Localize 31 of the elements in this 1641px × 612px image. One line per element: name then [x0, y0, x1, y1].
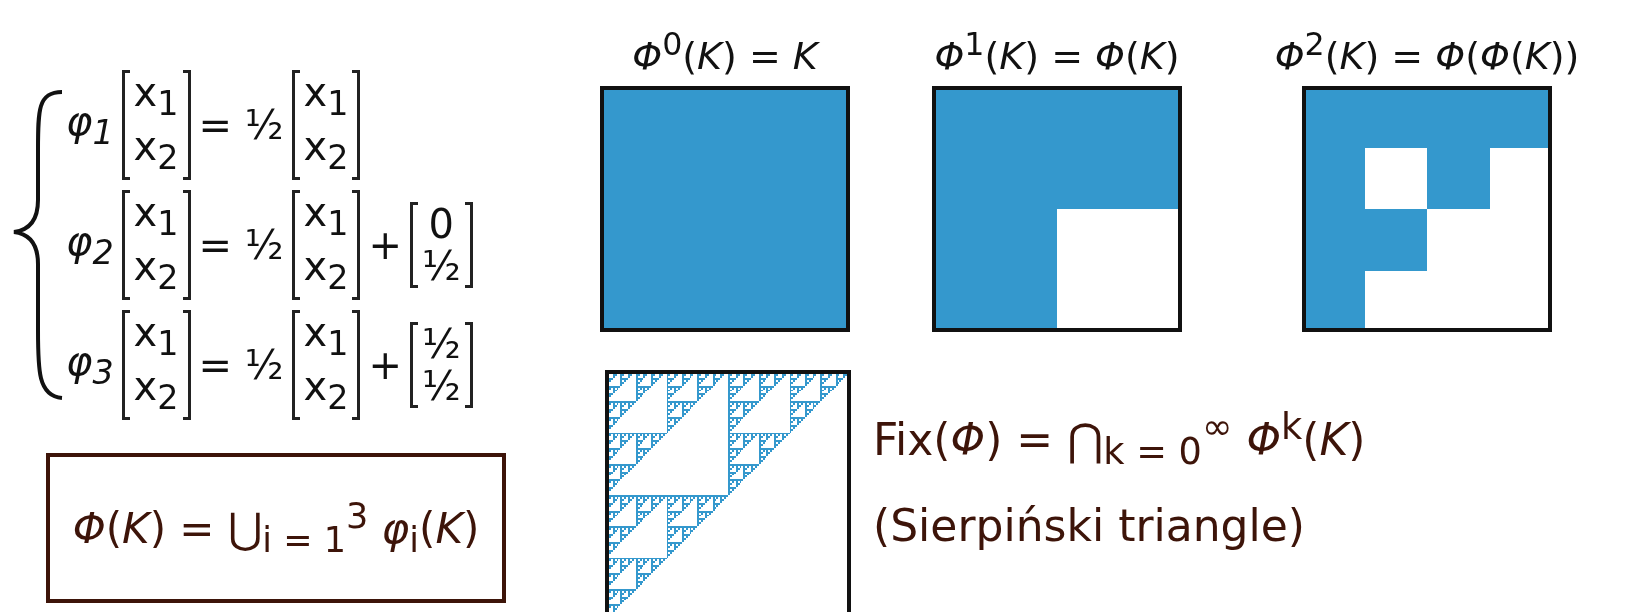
matrix-entry: x$_{2}$	[302, 365, 350, 419]
equation-text: +	[367, 342, 403, 388]
matrix-entry: x$_{1}$	[302, 311, 350, 365]
function-name: φ$_{3}$	[65, 338, 115, 392]
matrix-entry: x$_{1}$	[302, 191, 350, 245]
formula-box	[46, 453, 506, 603]
caption-text: (Sierpiński triangle)	[873, 500, 1305, 551]
matrix-entry: x$_{2}$	[302, 125, 350, 179]
matrix-entry: x$_{1}$	[302, 71, 350, 125]
function-name: φ$_{2}$	[65, 218, 115, 272]
matrix-entry: x$_{2}$	[132, 125, 180, 179]
equation-text: = ½	[197, 222, 285, 268]
matrix-entry: x$_{2}$	[302, 245, 350, 299]
equation-text: = ½	[197, 342, 285, 388]
matrix-entry: x$_{1}$	[132, 71, 180, 125]
matrix-entry: ½	[420, 323, 462, 365]
square-title: Φ$^{0}$(K) = K	[632, 26, 818, 78]
matrix-entry: x$_{2}$	[132, 245, 180, 299]
square-title: Φ$^{2}$(K) = Φ(Φ(K))	[1274, 26, 1580, 78]
equation-text: = ½	[197, 102, 285, 148]
square-title: Φ$^{1}$(K) = Φ(K)	[934, 26, 1180, 78]
matrix-entry: x$_{1}$	[132, 311, 180, 365]
equation-text: +	[367, 222, 403, 268]
matrix-entry: x$_{1}$	[132, 191, 180, 245]
matrix-entry: ½	[420, 245, 462, 287]
function-name: φ$_{1}$	[65, 98, 115, 152]
formula-text: Fix(Φ) = ⋂$_{k = 0}$$^{∞}$ Φ$^{k}$(K)	[873, 405, 1366, 474]
formula-text: Φ(K) = ⋃$_{i = 1}$$^{3}$ φ$_{i}$(K)	[72, 495, 480, 561]
matrix-entry: x$_{2}$	[132, 365, 180, 419]
matrix-entry: 0	[427, 203, 455, 245]
matrix-entry: ½	[420, 365, 462, 407]
